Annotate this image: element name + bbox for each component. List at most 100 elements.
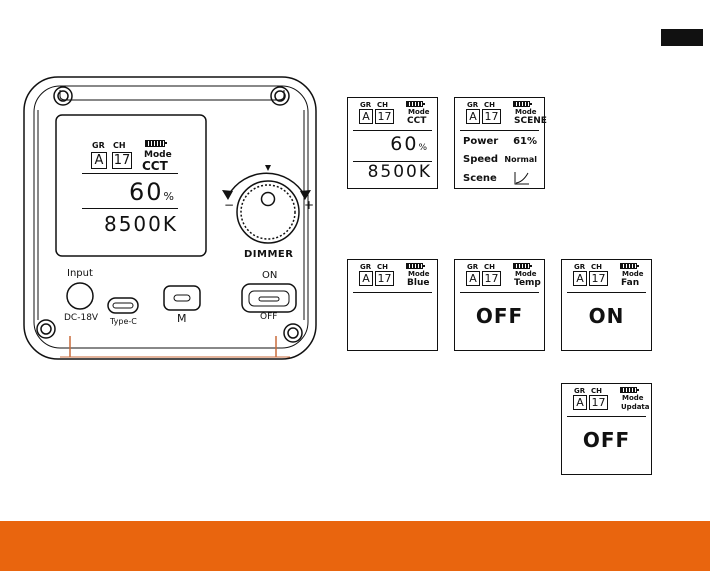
cct-value: 8500K (368, 162, 432, 182)
channel-box: 17 (375, 271, 394, 286)
brightness-readout: 60% (390, 133, 429, 155)
screen-divider (460, 292, 539, 293)
scene-label: Scene (463, 173, 497, 184)
group-box: A (91, 152, 107, 169)
dimmer-top-mark (265, 165, 271, 171)
brightness-value: 60 (129, 178, 164, 206)
brightness-value: 60 (390, 133, 418, 155)
screen-divider (82, 173, 178, 174)
screen-divider (353, 130, 432, 131)
screen-cct: GR CH A 17 Mode CCT 60% 8500K (347, 97, 438, 189)
dimmer-knob-outer (237, 181, 299, 243)
screen-divider (353, 292, 432, 293)
status-value: OFF (455, 304, 544, 328)
device-lcd-screen: GR CH A 17 Mode CCT 60% 8500K (80, 136, 180, 241)
power-switch-outer (242, 284, 296, 312)
dc-jack (67, 283, 93, 309)
power-label: Power (463, 136, 498, 147)
mode-value: CCT (142, 159, 168, 173)
ch-label: CH (591, 387, 602, 395)
dc-label: DC-18V (64, 313, 98, 323)
off-label: OFF (260, 312, 277, 322)
screen-temp: GR CH A 17 Mode Temp OFF (454, 259, 545, 351)
mode-value: Temp (514, 278, 541, 288)
mode-label: Mode (515, 270, 537, 278)
screw-top-right (271, 87, 289, 105)
dimmer-minus-label: − (224, 198, 234, 212)
brightness-readout: 60% (129, 178, 176, 206)
channel-box: 17 (482, 109, 501, 124)
screen-fan: GR CH A 17 Mode Fan ON (561, 259, 652, 351)
battery-icon (513, 263, 530, 269)
mode-value: Updata (621, 403, 650, 411)
group-box: A (466, 109, 480, 124)
dimmer-knob-cap (262, 193, 275, 206)
screen-header: GR CH A 17 Mode Temp (455, 260, 544, 288)
gr-label: GR (360, 263, 371, 271)
battery-icon (406, 101, 423, 107)
on-label: ON (262, 270, 277, 281)
power-value: 61% (513, 136, 537, 147)
screen-divider (567, 292, 646, 293)
screen-updata: GR CH A 17 Mode Updata OFF (561, 383, 652, 475)
group-box: A (359, 271, 373, 286)
status-value: ON (562, 304, 651, 328)
screw-bottom-right (284, 324, 302, 342)
scene-curve-icon (514, 171, 530, 185)
group-box: A (573, 271, 587, 286)
screen-scene: GR CH A 17 Mode SCENE Power 61% Speed No… (454, 97, 545, 189)
mode-label: Mode (515, 108, 537, 116)
brightness-unit: % (418, 143, 429, 153)
screen-header: GR CH A 17 Mode Updata (562, 384, 651, 412)
screw-bottom-left (37, 320, 55, 338)
input-label: Input (67, 268, 93, 279)
handle-bar (60, 90, 284, 100)
channel-box: 17 (589, 271, 608, 286)
mode-value: Blue (407, 278, 429, 288)
screen-divider (567, 416, 646, 417)
screen-blue: GR CH A 17 Mode Blue (347, 259, 438, 351)
battery-icon (620, 263, 637, 269)
battery-icon (145, 140, 165, 147)
mode-label: Mode (408, 108, 430, 116)
battery-icon (406, 263, 423, 269)
screen-divider (460, 130, 539, 131)
gr-label: GR (467, 101, 478, 109)
mode-label: Mode (408, 270, 430, 278)
group-box: A (466, 271, 480, 286)
mode-label: Mode (622, 270, 644, 278)
speed-label: Speed (463, 154, 498, 165)
screen-header: GR CH A 17 Mode SCENE (455, 98, 544, 126)
cct-value: 8500K (104, 212, 178, 236)
channel-box: 17 (375, 109, 394, 124)
type-c-port-inner (113, 303, 133, 308)
channel-box: 17 (482, 271, 501, 286)
gr-label: GR (360, 101, 371, 109)
gr-label: GR (574, 263, 585, 271)
mode-value: SCENE (514, 116, 547, 126)
group-box: A (573, 395, 587, 410)
mode-value: CCT (407, 116, 426, 126)
m-button-outer (164, 286, 200, 310)
screen-divider (82, 208, 178, 209)
speed-value: Normal (504, 155, 537, 164)
ch-label: CH (377, 263, 388, 271)
m-button-label: M (177, 312, 187, 325)
battery-icon (513, 101, 530, 107)
ch-label: CH (484, 101, 495, 109)
dimmer-plus-label: + (304, 198, 314, 212)
channel-box: 17 (589, 395, 608, 410)
battery-icon (620, 387, 637, 393)
ch-label: CH (113, 141, 126, 150)
channel-box: 17 (112, 152, 132, 169)
brightness-unit: % (164, 190, 176, 203)
corner-tab (661, 29, 703, 46)
mode-label: Mode (622, 394, 644, 402)
gr-label: GR (574, 387, 585, 395)
ch-label: CH (591, 263, 602, 271)
ch-label: CH (484, 263, 495, 271)
power-switch-slot (259, 297, 279, 301)
mode-value: Fan (621, 278, 639, 288)
gr-label: GR (92, 141, 105, 150)
m-button-inner (174, 295, 190, 301)
